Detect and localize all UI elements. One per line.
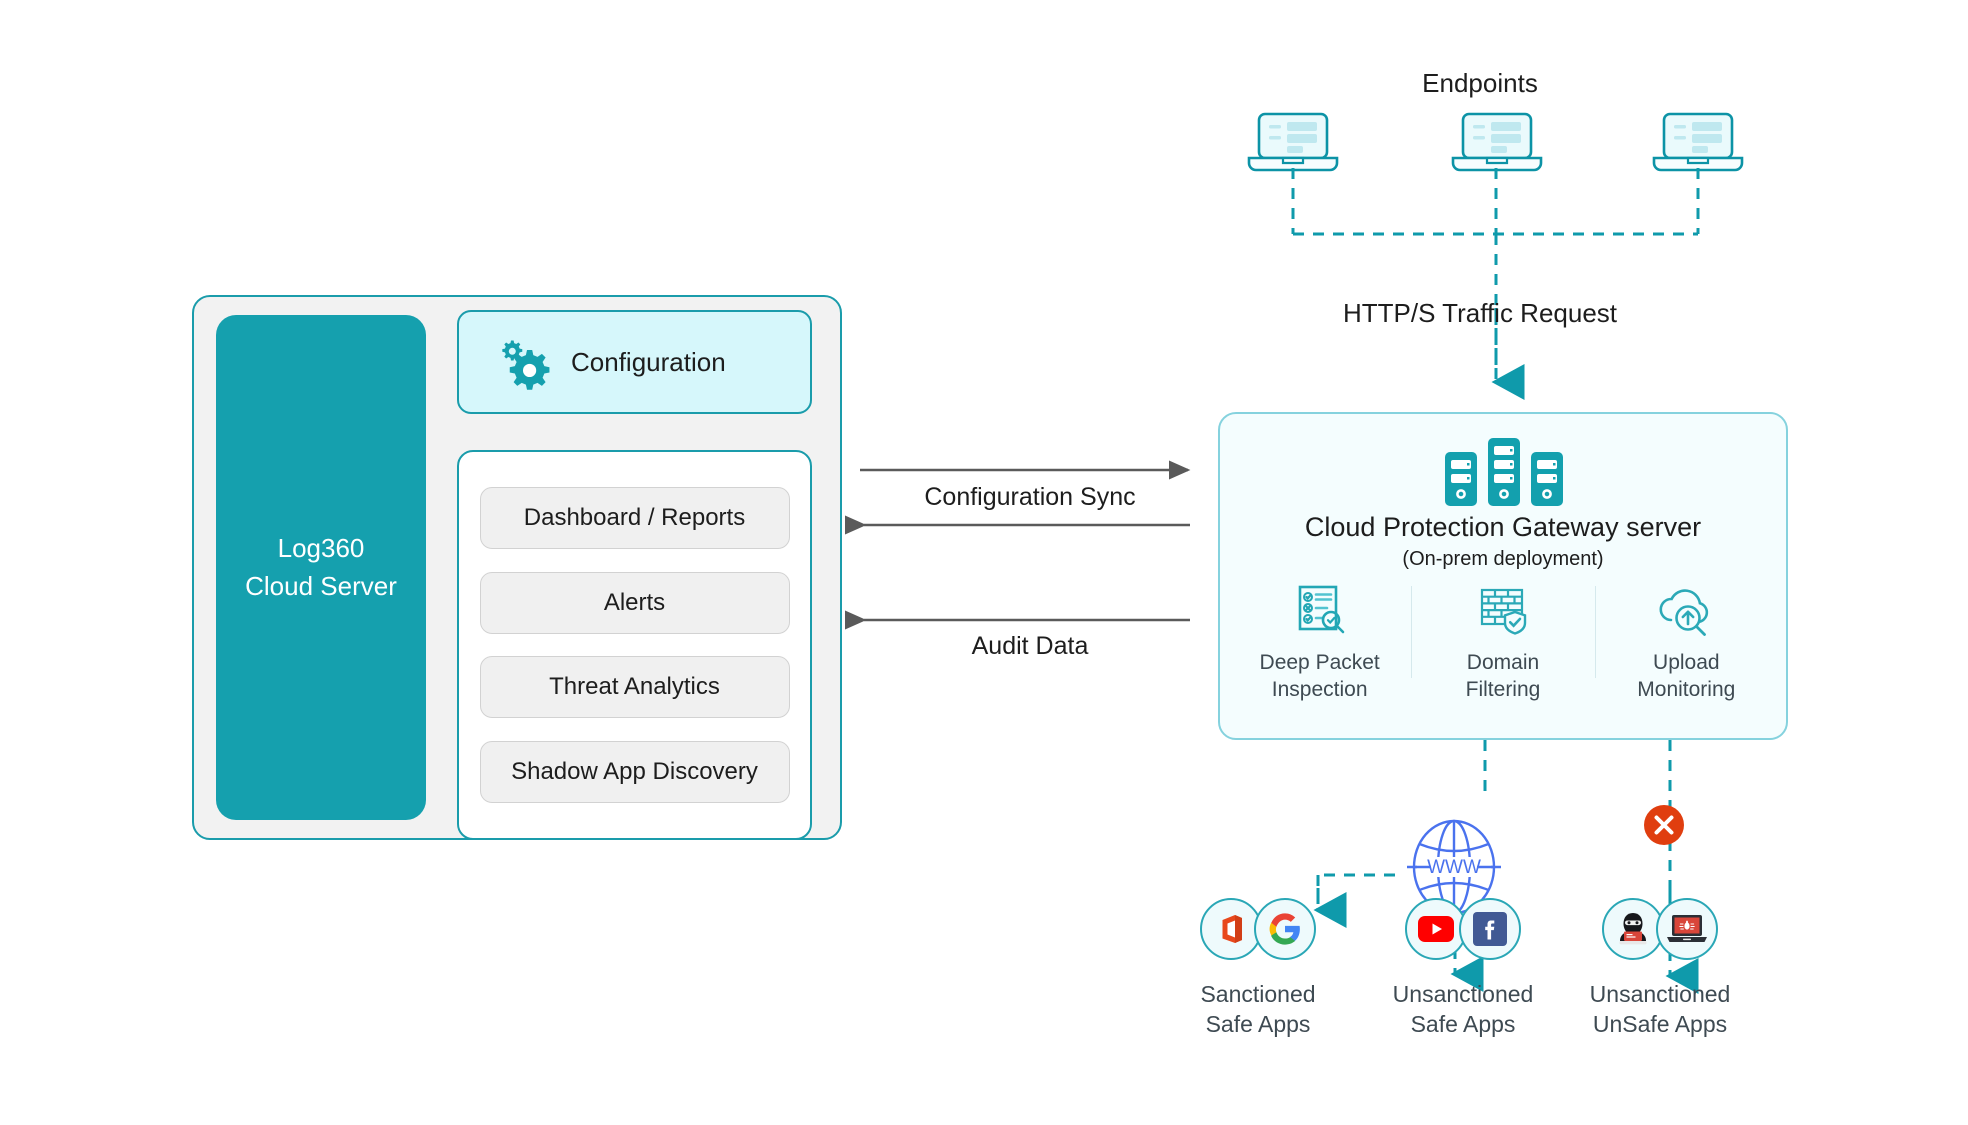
app-group-label-line2: Safe Apps [1410, 1010, 1516, 1037]
app-group-label: Unsanctioned Safe Apps [1348, 980, 1578, 1040]
app-icons [1545, 898, 1775, 960]
internet-routing-lines [1265, 848, 1595, 1008]
feature-label: Upload Monitoring [1637, 650, 1735, 704]
configuration-box[interactable]: Configuration [457, 310, 812, 414]
audit-data-label: Audit Data [971, 632, 1089, 660]
app-group-unsanctioned-unsafe: Unsanctioned UnSafe Apps [1545, 898, 1775, 1040]
endpoints-title: Endpoints [1422, 68, 1538, 98]
app-icons [1143, 898, 1373, 960]
module-dashboard-reports[interactable]: Dashboard / Reports [479, 486, 790, 549]
laptop-icon [1245, 112, 1341, 174]
checklist-search-icon [1291, 582, 1349, 640]
app-group-label: Unsanctioned UnSafe Apps [1545, 980, 1775, 1040]
feature-label-line2: Inspection [1271, 677, 1368, 701]
feature-deep-packet-inspection: Deep Packet Inspection [1228, 582, 1411, 704]
feature-label-line2: Filtering [1465, 677, 1541, 701]
circle-x-icon [1642, 803, 1686, 847]
gateway-title: Cloud Protection Gateway server [1304, 512, 1702, 542]
app-group-unsanctioned-safe: Unsanctioned Safe Apps [1348, 898, 1578, 1040]
gears-icon [497, 336, 553, 390]
cloud-upload-search-icon [1655, 582, 1717, 640]
app-group-label-line2: UnSafe Apps [1592, 1010, 1728, 1037]
feature-upload-monitoring: Upload Monitoring [1594, 582, 1778, 704]
firewall-shield-icon [1474, 582, 1532, 640]
module-shadow-app-discovery[interactable]: Shadow App Discovery [479, 741, 790, 804]
laptop-icon [1449, 112, 1545, 174]
globe-www-text: WWW [1427, 857, 1481, 878]
endpoint-traffic-lines [1240, 168, 1760, 400]
module-alerts[interactable]: Alerts [479, 571, 790, 634]
youtube-icon [1405, 898, 1467, 960]
feature-label-line2: Monitoring [1637, 677, 1736, 701]
app-icons [1348, 898, 1578, 960]
feature-label-line1: Deep Packet [1259, 651, 1380, 674]
configuration-sync-label: Configuration Sync [924, 483, 1136, 511]
app-group-label: Sanctioned Safe Apps [1143, 980, 1373, 1040]
module-threat-analytics[interactable]: Threat Analytics [479, 656, 790, 719]
infected-laptop-icon [1656, 898, 1718, 960]
app-group-label-line2: Safe Apps [1205, 1010, 1311, 1037]
hacker-icon [1602, 898, 1664, 960]
feature-label: Domain Filtering [1466, 650, 1541, 704]
app-group-label-line1: Unsanctioned [1589, 981, 1731, 1007]
log360-title-line1: Log360 [277, 532, 365, 563]
google-icon [1254, 898, 1316, 960]
log360-title-line2: Cloud Server [245, 570, 397, 601]
feature-label-line1: Domain [1466, 651, 1540, 674]
gateway-subtitle: (On-prem deployment) [1402, 548, 1604, 570]
http-traffic-request-label: HTTP/S Traffic Request [1342, 298, 1618, 328]
gateway-features: Deep Packet Inspection Domain [1228, 582, 1778, 722]
modules-container: Dashboard / Reports Alerts Threat Analyt… [457, 450, 812, 840]
app-group-label-line1: Sanctioned [1200, 981, 1316, 1007]
middle-connectors: Configuration Sync Audit Data [844, 455, 1200, 675]
feature-label-line1: Upload [1653, 651, 1720, 674]
app-group-sanctioned-safe: Sanctioned Safe Apps [1143, 898, 1373, 1040]
log360-cloud-server-box: Log360 Cloud Server [216, 315, 426, 820]
feature-domain-filtering: Domain Filtering [1411, 582, 1594, 704]
internet-globe: WWW [1395, 808, 1513, 926]
facebook-icon [1459, 898, 1521, 960]
microsoft-office-icon [1200, 898, 1262, 960]
laptop-icon [1650, 112, 1746, 174]
configuration-label: Configuration [571, 346, 726, 377]
app-group-label-line1: Unsanctioned [1392, 981, 1534, 1007]
feature-label: Deep Packet Inspection [1260, 650, 1380, 704]
server-rack-icon [1443, 438, 1565, 506]
